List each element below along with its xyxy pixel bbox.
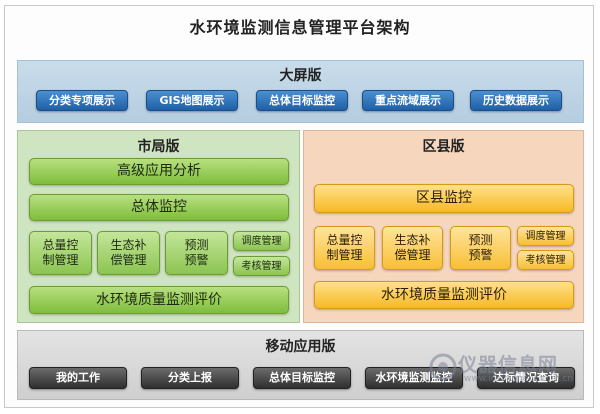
county-total-control-box[interactable]: 总量控 制管理 xyxy=(314,226,375,270)
city-advanced-analysis[interactable]: 高级应用分析 xyxy=(29,158,289,185)
county-forecast-warning-box[interactable]: 预测 预警 xyxy=(450,226,511,270)
mobile-title: 移动应用版 xyxy=(265,339,336,355)
page-title: 水环境监测信息管理平台架构 xyxy=(189,18,411,37)
county-monitor[interactable]: 区县监控 xyxy=(314,184,574,213)
city-title: 市局版 xyxy=(137,139,180,155)
big-screen-button-4[interactable]: 重点流域展示 xyxy=(362,90,454,111)
city-water-quality-evaluation[interactable]: 水环境质量监测评价 xyxy=(29,286,289,314)
big-screen-button-1[interactable]: 分类专项展示 xyxy=(36,90,128,111)
city-eco-compensation-box[interactable]: 生态补 偿管理 xyxy=(97,231,160,275)
county-water-quality-evaluation[interactable]: 水环境质量监测评价 xyxy=(314,281,574,309)
watermark-text: 仪器信息网 xyxy=(458,354,559,376)
big-screen-button-3[interactable]: 总体目标监控 xyxy=(256,90,348,111)
watermark-url: www.instrument.com.cn xyxy=(464,374,574,384)
city-forecast-warning-box[interactable]: 预测 预警 xyxy=(165,231,228,275)
big-screen-button-2[interactable]: GIS地图展示 xyxy=(146,90,238,111)
watermark: 仪器信息网 www.instrument.com.cn xyxy=(428,350,598,400)
county-assessment-box[interactable]: 考核管理 xyxy=(517,250,574,270)
city-dispatch-box[interactable]: 调度管理 xyxy=(233,231,290,251)
city-assessment-box[interactable]: 考核管理 xyxy=(233,256,290,276)
city-total-control-box[interactable]: 总量控 制管理 xyxy=(29,231,92,275)
mobile-button-5[interactable]: 达标情况查询 xyxy=(477,367,575,389)
big-screen-title: 大屏版 xyxy=(279,68,322,84)
mobile-button-3[interactable]: 总体目标监控 xyxy=(253,367,351,389)
city-overall-monitor[interactable]: 总体监控 xyxy=(29,194,289,221)
big-screen-button-5[interactable]: 历史数据展示 xyxy=(470,90,562,111)
county-dispatch-box[interactable]: 调度管理 xyxy=(517,226,574,246)
county-eco-compensation-box[interactable]: 生态补 偿管理 xyxy=(382,226,443,270)
county-title: 区县版 xyxy=(422,139,465,155)
mobile-button-1[interactable]: 我的工作 xyxy=(29,367,127,389)
watermark-logo-icon xyxy=(429,353,457,381)
mobile-button-2[interactable]: 分类上报 xyxy=(141,367,239,389)
